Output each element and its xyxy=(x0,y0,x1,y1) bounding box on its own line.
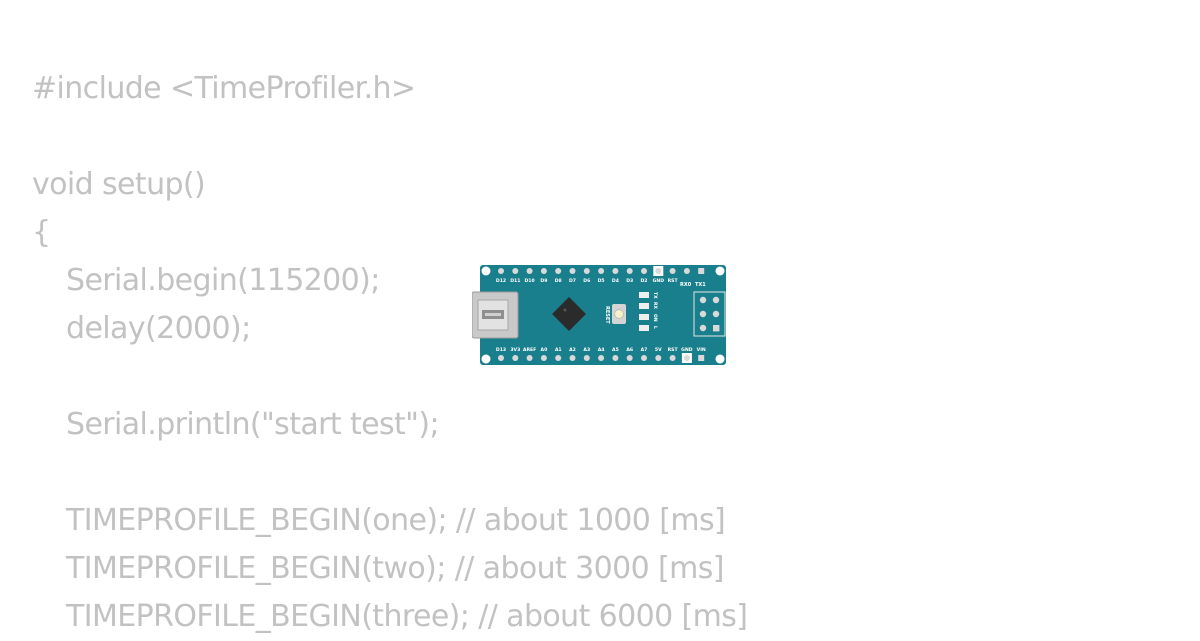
pin-pad xyxy=(569,268,576,274)
code-line: TIMEPROFILE_BEGIN(two); // about 3000 [m… xyxy=(66,551,725,586)
top-pin-label: D9 xyxy=(540,278,547,284)
bottom-pin-label: VIN xyxy=(697,347,706,353)
code-line: void setup() xyxy=(32,167,206,202)
code-line: delay(2000); xyxy=(66,311,251,346)
bottom-pin-label: A0 xyxy=(541,347,548,353)
top-pin-label: RST xyxy=(668,278,679,284)
pin-pad xyxy=(598,268,605,274)
pin-pad xyxy=(540,268,547,274)
led-label-tx: TX xyxy=(652,292,658,299)
top-pin-label: D10 xyxy=(524,278,534,284)
pin-pad xyxy=(612,355,619,361)
code-line xyxy=(32,113,747,161)
led-label-l: L xyxy=(652,326,658,329)
pin-pad xyxy=(626,355,633,361)
reset-button[interactable] xyxy=(612,304,626,324)
top-pin-header xyxy=(498,266,705,276)
pin-pad xyxy=(555,268,562,274)
code-line: #include <TimeProfiler.h> xyxy=(32,71,416,106)
top-pin-label: D6 xyxy=(583,278,590,284)
bottom-pin-label: GND xyxy=(681,347,693,353)
pin-pad xyxy=(612,268,619,274)
pin-pad xyxy=(669,268,676,274)
code-line xyxy=(32,449,747,497)
serial-label-tx: TX1 xyxy=(695,282,706,288)
pin-pad xyxy=(540,355,547,361)
pin-pad xyxy=(698,268,705,274)
top-pin-label: D5 xyxy=(598,278,605,284)
top-pin-label: GND xyxy=(653,278,665,284)
code-line: { xyxy=(32,215,51,250)
bottom-pin-label: D13 xyxy=(496,347,506,353)
bottom-pin-header xyxy=(498,353,705,363)
pin-pad xyxy=(698,355,705,361)
code-editor: #include <TimeProfiler.h> void setup() { Se… xyxy=(32,65,748,641)
pin-pad xyxy=(526,268,533,274)
pin-pad xyxy=(655,268,662,274)
top-pin-label: D4 xyxy=(612,278,619,284)
pin-pad xyxy=(683,355,690,361)
pin-pad xyxy=(512,268,519,274)
bottom-pin-label: 3V3 xyxy=(510,347,520,353)
pin-pad xyxy=(683,268,690,274)
pin-pad xyxy=(498,268,504,274)
bottom-pin-label: A2 xyxy=(569,347,576,353)
pcb xyxy=(480,265,726,365)
bottom-pin-label: A3 xyxy=(583,347,590,353)
pin-pad xyxy=(655,355,662,361)
pin-pad xyxy=(569,355,576,361)
pin-pad xyxy=(598,355,605,361)
top-pin-label: D7 xyxy=(569,278,576,284)
pin-pad xyxy=(526,355,533,361)
bottom-pin-label: A1 xyxy=(555,347,562,353)
top-pin-label: D3 xyxy=(626,278,633,284)
bottom-pin-label: AREF xyxy=(523,347,536,353)
pin-pad xyxy=(583,268,590,274)
pin-pad xyxy=(498,355,504,361)
bottom-pin-label: 5V xyxy=(655,347,662,353)
code-line: Serial.println("start test"); xyxy=(66,407,440,442)
status-leds xyxy=(639,292,649,331)
led-label-rx: RX xyxy=(652,302,658,309)
bottom-pin-label: A4 xyxy=(598,347,605,353)
bottom-pin-label: A5 xyxy=(612,347,619,353)
pin-pad xyxy=(512,355,519,361)
serial-label-rx: RX0 xyxy=(680,282,692,288)
top-pin-label: D2 xyxy=(640,278,647,284)
pin-pad xyxy=(583,355,590,361)
code-line: Serial.begin(115200); xyxy=(66,263,380,298)
pin-pad xyxy=(669,355,676,361)
pin-pad xyxy=(641,355,647,361)
corner-holes xyxy=(481,266,725,364)
code-line: TIMEPROFILE_BEGIN(one); // about 1000 [m… xyxy=(66,503,726,538)
top-pin-label: D12 xyxy=(496,278,506,284)
top-pin-label: D8 xyxy=(555,278,562,284)
led-label-on: ON xyxy=(652,314,658,322)
pin-pad xyxy=(555,355,562,361)
bottom-pin-label: A7 xyxy=(641,347,648,353)
bottom-pin-label: A6 xyxy=(626,347,633,353)
pin-pad xyxy=(626,268,633,274)
reset-label: RESET xyxy=(604,306,610,324)
top-pin-label: D11 xyxy=(510,278,520,284)
code-line: TIMEPROFILE_BEGIN(three); // about 6000 … xyxy=(66,599,748,634)
pin-pad xyxy=(641,268,647,274)
icsp-header xyxy=(693,291,726,337)
usb-connector[interactable] xyxy=(472,291,519,339)
bottom-pin-label: RST xyxy=(668,347,679,353)
